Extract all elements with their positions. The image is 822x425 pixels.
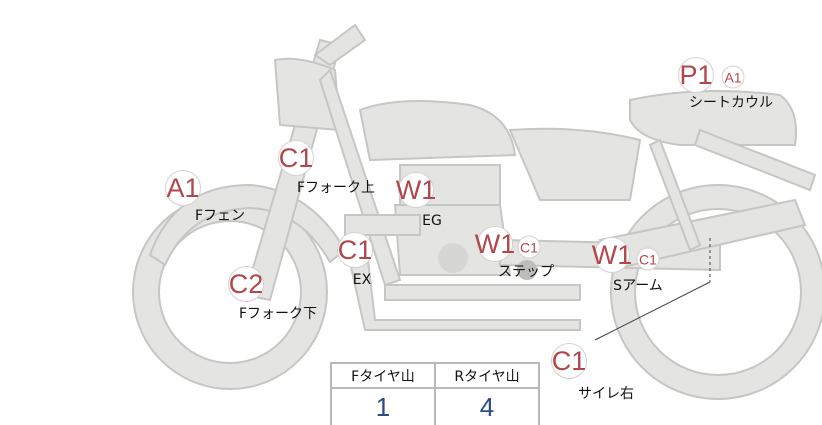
label-front-fork-upper: Fフォーク上 [296, 180, 376, 196]
marker-seat-cowl-sub[interactable]: A1 [721, 65, 745, 89]
label-step: ステップ [498, 264, 554, 280]
marker-step-sub[interactable]: C1 [517, 235, 541, 259]
rear-tire-value: 4 [434, 387, 540, 425]
label-swing-arm: Sアーム [613, 278, 663, 294]
marker-seat-cowl[interactable]: P1 [678, 57, 714, 93]
marker-exhaust[interactable]: C1 [337, 232, 373, 268]
marker-front-fork-lower[interactable]: C2 [228, 266, 264, 302]
marker-front-fender[interactable]: A1 [165, 170, 201, 206]
marker-silencer-right[interactable]: C1 [551, 343, 587, 379]
label-silencer-right: サイレ右 [578, 386, 634, 402]
marker-swing-arm[interactable]: W1 [592, 237, 632, 273]
marker-swing-arm-sub[interactable]: C1 [636, 247, 660, 271]
rear-tire-header: Rタイヤ山 [434, 362, 540, 389]
marker-step[interactable]: W1 [475, 226, 515, 262]
front-tire-value: 1 [330, 387, 436, 425]
marker-front-fork-upper[interactable]: C1 [278, 140, 314, 176]
label-exhaust: EX [352, 272, 372, 288]
label-front-fender: Fフェン [194, 208, 246, 224]
label-seat-cowl: シートカウル [689, 95, 773, 111]
label-front-fork-lower: Fフォーク下 [238, 306, 318, 322]
marker-engine[interactable]: W1 [396, 172, 436, 208]
front-tire-header: Fタイヤ山 [330, 362, 436, 389]
label-engine: EG [422, 213, 442, 229]
